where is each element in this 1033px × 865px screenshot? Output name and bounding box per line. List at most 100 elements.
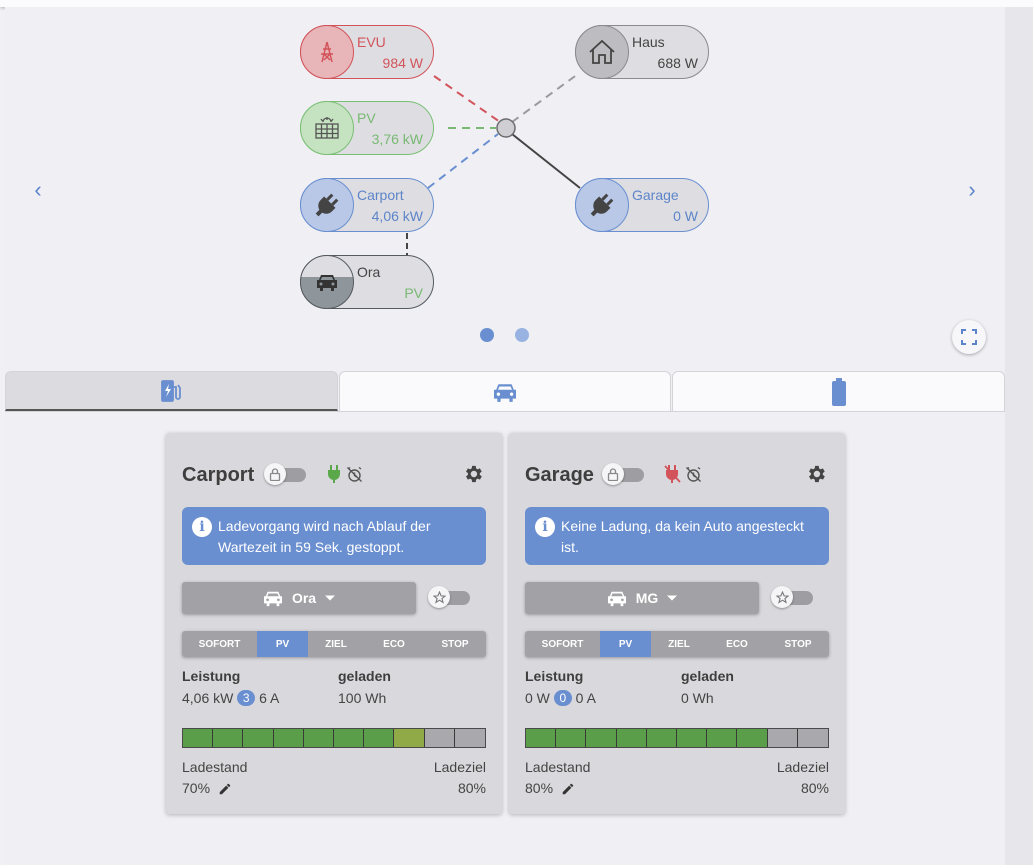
mode-button-stop[interactable]: STOP [441, 638, 469, 650]
soc-segment [586, 729, 617, 747]
car-icon [263, 591, 282, 607]
plug-icon [299, 177, 354, 232]
mode-button-pv[interactable]: PV [257, 631, 308, 657]
node-evu-label: EVU [357, 34, 386, 50]
node-evu-value: 984 W [382, 55, 423, 71]
phases-badge: 0 [553, 690, 572, 706]
page-dot-1[interactable] [480, 328, 494, 342]
soc-segment [303, 729, 334, 747]
favorite-toggle[interactable] [428, 586, 470, 608]
node-garage-label: Garage [632, 187, 679, 203]
power-flow-diagram: EVU 984 W PV 3,76 kW Carport 4,06 kW Ora… [0, 0, 1033, 370]
power-pylon-icon [299, 24, 354, 79]
node-pv[interactable]: PV 3,76 kW [299, 100, 434, 155]
mode-button-eco[interactable]: ECO [383, 638, 405, 650]
caret-down-icon [667, 595, 678, 601]
charge-point-card-garage: Garage i Keine Ladung, da kein Auto ange… [509, 433, 845, 814]
soc-segment [333, 729, 365, 747]
flow-line-evu [433, 75, 501, 123]
star-icon [771, 586, 793, 608]
soc-segment [676, 729, 708, 747]
chevron-left-icon[interactable]: ‹ [34, 177, 42, 202]
charge-mode-selector: SOFORT PV ZIEL ECO STOP [525, 631, 829, 657]
tab-batteries[interactable] [672, 371, 1005, 411]
mode-button-sofort[interactable]: SOFORT [541, 638, 584, 650]
lock-toggle[interactable] [264, 463, 306, 485]
leistung-value: 4,06 kW 3 6 A [182, 690, 280, 706]
plug-icon [574, 177, 629, 232]
node-ora[interactable]: Ora PV [299, 254, 434, 309]
soc-segment [424, 729, 455, 747]
tab-vehicles[interactable] [339, 371, 671, 411]
mode-button-ziel[interactable]: ZIEL [325, 638, 347, 650]
node-ora-label: Ora [357, 264, 381, 280]
plug-disconnected-icon [664, 465, 681, 483]
ladeziel-value[interactable]: 80% [457, 780, 486, 796]
ladeziel-value[interactable]: 80% [800, 780, 829, 796]
flow-line-haus [511, 73, 579, 123]
card-title: Garage [525, 464, 594, 486]
leistung-value: 0 W 0 0 A [525, 690, 596, 706]
card-title: Carport [182, 464, 255, 486]
plug-connected-icon [328, 465, 340, 483]
ladestand-value: 70% [182, 780, 232, 796]
ladestand-label: Ladestand [525, 759, 591, 775]
soc-segment [394, 729, 425, 747]
gear-icon[interactable] [462, 463, 484, 485]
info-message: i Keine Ladung, da kein Auto angesteckt … [525, 507, 829, 565]
soc-progress-bar [525, 728, 829, 748]
node-carport-label: Carport [357, 187, 404, 203]
soc-segment [243, 729, 274, 747]
mode-button-ziel[interactable]: ZIEL [668, 638, 690, 650]
page-dot-2[interactable] [515, 328, 529, 342]
tab-underline [5, 411, 1005, 412]
caret-down-icon [325, 595, 336, 601]
geladen-value: 0 Wh [681, 690, 714, 706]
battery-icon [831, 377, 846, 406]
vehicle-select[interactable]: MG [525, 582, 759, 614]
vehicle-select[interactable]: Ora [182, 582, 416, 614]
mode-button-sofort[interactable]: SOFORT [198, 638, 241, 650]
car-icon [494, 383, 516, 402]
charge-point-icon [160, 379, 181, 402]
top-bar [0, 0, 1033, 7]
mode-button-eco[interactable]: ECO [726, 638, 748, 650]
favorite-toggle[interactable] [771, 586, 813, 608]
soc-segment [646, 729, 677, 747]
node-garage-value: 0 W [673, 208, 698, 224]
solar-panel-icon [299, 100, 354, 155]
soc-segment [797, 729, 828, 747]
node-evu[interactable]: EVU 984 W [299, 24, 434, 79]
tab-charge-points[interactable] [5, 371, 338, 411]
mode-button-stop[interactable]: STOP [784, 638, 812, 650]
node-ora-value: PV [404, 285, 423, 301]
fullscreen-icon [961, 329, 977, 345]
ladestand-value: 80% [525, 780, 575, 796]
vehicle-select-value: MG [635, 590, 659, 606]
edit-icon[interactable] [561, 782, 575, 796]
charge-point-card-carport: Carport i Ladevorgang wird nach Ablauf d… [166, 433, 502, 814]
ladestand-label: Ladestand [182, 759, 248, 775]
node-garage[interactable]: Garage 0 W [574, 177, 709, 232]
node-haus[interactable]: Haus 688 W [574, 24, 709, 79]
car-icon [299, 254, 354, 309]
scrollbar-track[interactable] [1005, 7, 1033, 865]
edit-icon[interactable] [218, 782, 232, 796]
soc-segment [737, 729, 768, 747]
node-pv-value: 3,76 kW [371, 131, 423, 147]
chevron-right-icon[interactable]: › [968, 177, 976, 202]
ladeziel-label: Ladeziel [433, 759, 486, 775]
soc-segment [707, 729, 738, 747]
mode-button-pv[interactable]: PV [600, 631, 651, 657]
gear-icon[interactable] [805, 463, 827, 485]
node-carport[interactable]: Carport 4,06 kW [299, 177, 434, 232]
node-carport-value: 4,06 kW [371, 208, 423, 224]
lock-icon [602, 463, 624, 485]
info-message: i Ladevorgang wird nach Ablauf der Warte… [182, 507, 486, 565]
info-text: Ladevorgang wird nach Ablauf der Warteze… [218, 518, 431, 555]
lock-toggle[interactable] [602, 463, 644, 485]
geladen-label: geladen [681, 668, 734, 684]
fullscreen-button[interactable] [952, 320, 986, 354]
house-icon [574, 24, 629, 79]
node-haus-label: Haus [632, 34, 665, 50]
